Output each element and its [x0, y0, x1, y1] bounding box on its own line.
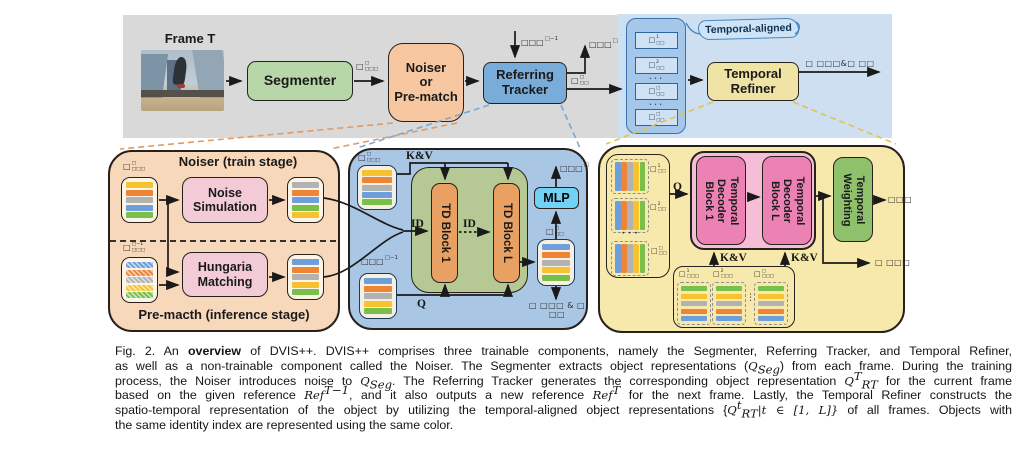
id-label-2: ID: [463, 218, 476, 230]
prev-frame-stack: [121, 257, 158, 303]
qseg-t1-label: □□−1□□□: [123, 242, 146, 253]
qrt-frameT-box: □□□□: [635, 109, 678, 126]
qseg-group-T: [754, 282, 788, 325]
qseg-group-1: [677, 282, 711, 325]
td-block-l: TD Block L: [493, 183, 520, 283]
prematch-panel-title: Pre-macth (inference stage): [138, 307, 310, 322]
photo-wall: [141, 90, 224, 97]
qrt-frame2-label: □2□□: [648, 60, 665, 71]
mlp-box: MLP: [534, 187, 579, 209]
q-label-refiner: Q: [673, 181, 682, 193]
qrt-group-1: [611, 159, 649, 194]
segmenter-label: Segmenter: [263, 72, 337, 89]
frame-photo: [141, 50, 224, 111]
qrt-group-2: [611, 198, 649, 233]
mask-cls-output-label: □ □□□&□ □□: [805, 59, 875, 68]
ref-new-math-label: □□□□: [589, 38, 618, 49]
qseg-group-T-label: □□□□□: [754, 269, 775, 280]
matched-output-stack: [287, 254, 324, 300]
kv-label: K&V: [406, 150, 433, 162]
qrt-frame2-box: □2□□: [635, 57, 678, 74]
ref-stack: [359, 273, 397, 319]
ref-new-tracker-label: □□□□: [560, 162, 589, 173]
qseg-t-label: □□□□□: [123, 161, 146, 172]
qseg-input-stack: [121, 177, 158, 223]
noiser-panel-title: Noiser (train stage): [178, 154, 298, 169]
noised-output-stack: [287, 177, 324, 223]
qrt-group-T: [611, 241, 649, 276]
cls-output-label: □□□: [888, 195, 913, 204]
qseg-math-label: □□□□□: [356, 61, 379, 72]
qseg-tracker-stack: [357, 165, 397, 210]
qrt-tracker-label: □□□□: [546, 226, 564, 237]
qrt-group-2-label: □2□□: [650, 202, 666, 213]
ref-prev-math-label: □□□□−1: [521, 36, 558, 47]
qrt-frame1-box: □1□□: [635, 32, 678, 49]
segmenter-box: Segmenter: [247, 61, 353, 101]
qseg-tracker-label: □□□□□: [358, 152, 381, 163]
ellipsis-dots: • • •: [649, 76, 663, 82]
mask-output-label: □ □□□: [875, 258, 911, 267]
qseg-group-2-label: □2□□□: [713, 269, 734, 280]
qrt-frameT-label: □□□□: [648, 112, 665, 123]
temporal-aligned-stack: □1□□ □2□□ • • • □□□□ • • • □□□□: [626, 18, 686, 134]
qrt-frame1-label: □1□□: [648, 35, 665, 46]
kv-label-2: K&V: [791, 252, 818, 264]
photo-shoe: [177, 84, 185, 88]
frame-label: Frame T: [164, 31, 216, 46]
td-block-1: TD Block 1: [431, 183, 458, 283]
qrt-framet-label: □□□□: [648, 86, 665, 97]
figure-caption: Fig. 2. An overview of DVIS++. DVIS++ co…: [115, 344, 1013, 432]
ref-prev-tracker-label: □□□□−1: [361, 255, 398, 266]
temporal-aligned-banner: Temporal-aligned: [697, 17, 800, 41]
qseg-group-1-label: □1□□□: [679, 269, 700, 280]
banner-label: Temporal-aligned: [704, 21, 793, 37]
vertical-ellipsis: ⋮: [746, 293, 756, 303]
qseg-frames-container: [673, 266, 795, 328]
mlp-label: MLP: [543, 191, 570, 205]
mask-cls-tracker-label: □ □□□ & □ □□: [528, 301, 586, 319]
qrt-framet-box: □□□□: [635, 83, 678, 100]
qrt-group-1-label: □1□□: [650, 164, 666, 175]
qrt-group-T-label: □□□□: [651, 246, 667, 257]
qrt-math-label: □□□□: [571, 75, 589, 86]
qrt-frames-container: [606, 154, 670, 278]
kv-label-1: K&V: [720, 252, 747, 264]
q-label-tracker: Q: [417, 298, 426, 310]
td-block-1-label: TD Block 1: [438, 203, 451, 263]
ellipsis-dots: • • •: [649, 102, 663, 108]
qrt-output-stack: [537, 239, 575, 286]
td-block-l-label: TD Block L: [500, 202, 513, 264]
ellipsis-dots: • • •: [621, 230, 639, 237]
id-label-1: ID: [411, 218, 424, 230]
qseg-group-2: [712, 282, 746, 325]
